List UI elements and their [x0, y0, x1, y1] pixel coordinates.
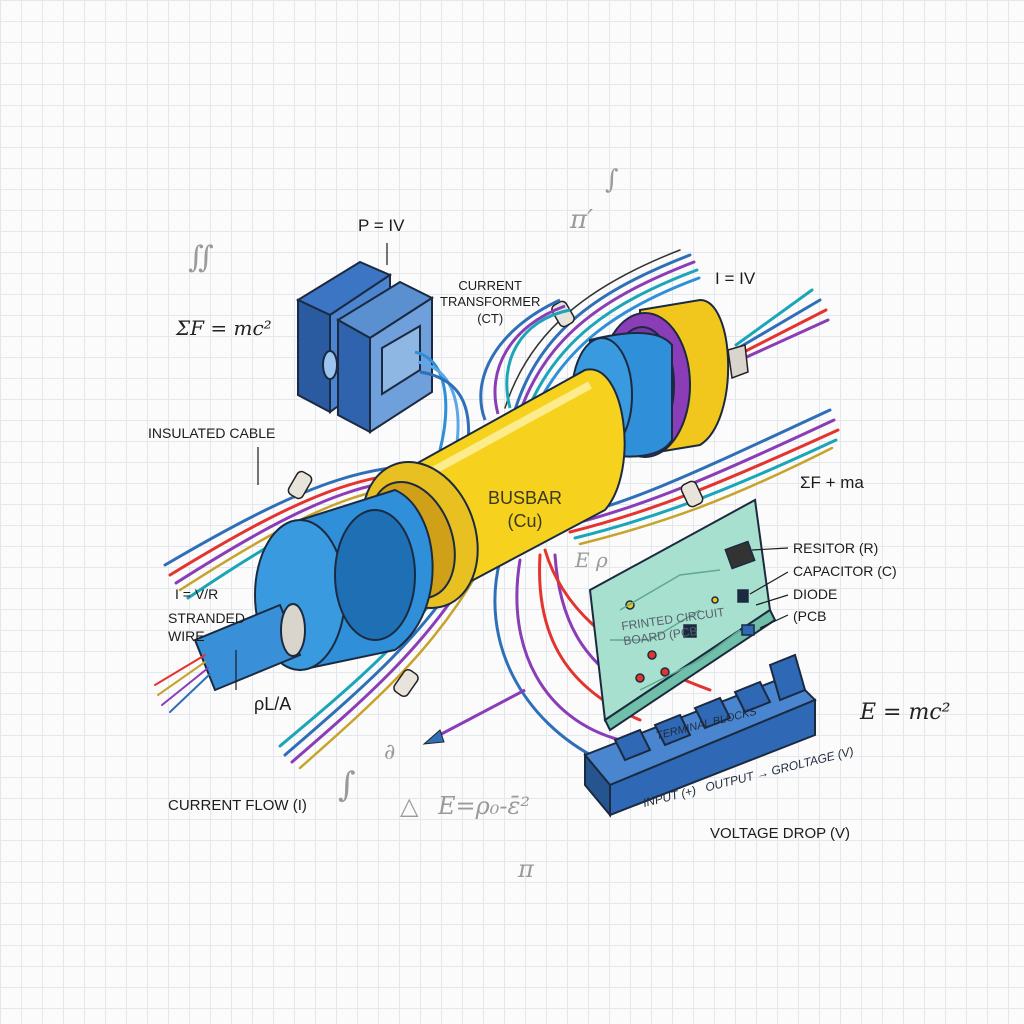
sigma-f-mc2-formula: ΣF = mc²: [176, 316, 272, 340]
resistor-label: RESITOR (R): [793, 540, 879, 556]
faint-pi-top: π′: [570, 205, 593, 235]
current-flow-label: CURRENT FLOW (I): [168, 797, 307, 814]
busbar-wire-entries: [479, 298, 571, 421]
faint-e-rho-equation: E=ρ₀-ε̄²: [438, 792, 530, 820]
lower-cable-tie: [393, 668, 419, 698]
ohms-law-label: I = V/R: [175, 586, 219, 602]
faint-pi-bottom: π: [518, 855, 534, 883]
faint-integral-top: ∫: [605, 165, 619, 195]
pcb-traces: [610, 569, 741, 691]
stranded-wire-ends: [154, 654, 211, 713]
faint-double-integral: ∬: [188, 240, 214, 275]
current-formula-label: I = IV: [715, 269, 756, 288]
current-transformer-label: CURRENT TRANSFORMER (CT): [440, 278, 541, 326]
label-leader-lines: [235, 243, 388, 690]
left-blue-cylinder: [254, 488, 434, 672]
left-stranded-wire-cable: [193, 603, 306, 692]
faint-e-rho: E ρ: [575, 548, 608, 572]
right-collar-stub: [727, 344, 749, 380]
faint-integral-bottom: ∫: [338, 765, 356, 805]
right-top-wire-bundle: [733, 288, 830, 362]
terminal-blocks: [583, 653, 817, 818]
busbar-label: BUSBAR (Cu): [488, 488, 563, 531]
faint-partial: ∂: [384, 740, 396, 765]
capacitor-label: CAPACITOR (C): [793, 563, 897, 579]
sigma-f-ma-formula: ΣF + ma: [800, 473, 864, 492]
current-flow-arrow: [429, 688, 526, 742]
insulated-cable-label: INSULATED CABLE: [148, 425, 276, 441]
voltage-drop-label: VOLTAGE DROP (V): [710, 825, 851, 842]
ic-chip: [683, 624, 697, 638]
faint-delta: △: [400, 792, 419, 820]
pcb-board: [588, 498, 777, 732]
pcb-callout-lines: [749, 547, 789, 629]
left-cable-tie: [287, 470, 313, 500]
current-transformer-block: [295, 260, 435, 434]
capacitor-chip: [737, 589, 749, 603]
pcb-label: (PCB: [793, 608, 827, 624]
current-flow-arrowhead: [422, 729, 445, 745]
middle-cable-tie: [680, 480, 704, 508]
diode-label: DIODE: [793, 586, 838, 602]
resistivity-formula: ρL/A: [254, 694, 292, 714]
energy-formula: E = mc²: [860, 700, 951, 725]
stranded-wire-label: STRANDED WIRE: [168, 610, 246, 644]
diode-chip: [741, 624, 755, 636]
power-formula-label: P = IV: [358, 216, 405, 235]
resistor-chip: [724, 540, 756, 570]
